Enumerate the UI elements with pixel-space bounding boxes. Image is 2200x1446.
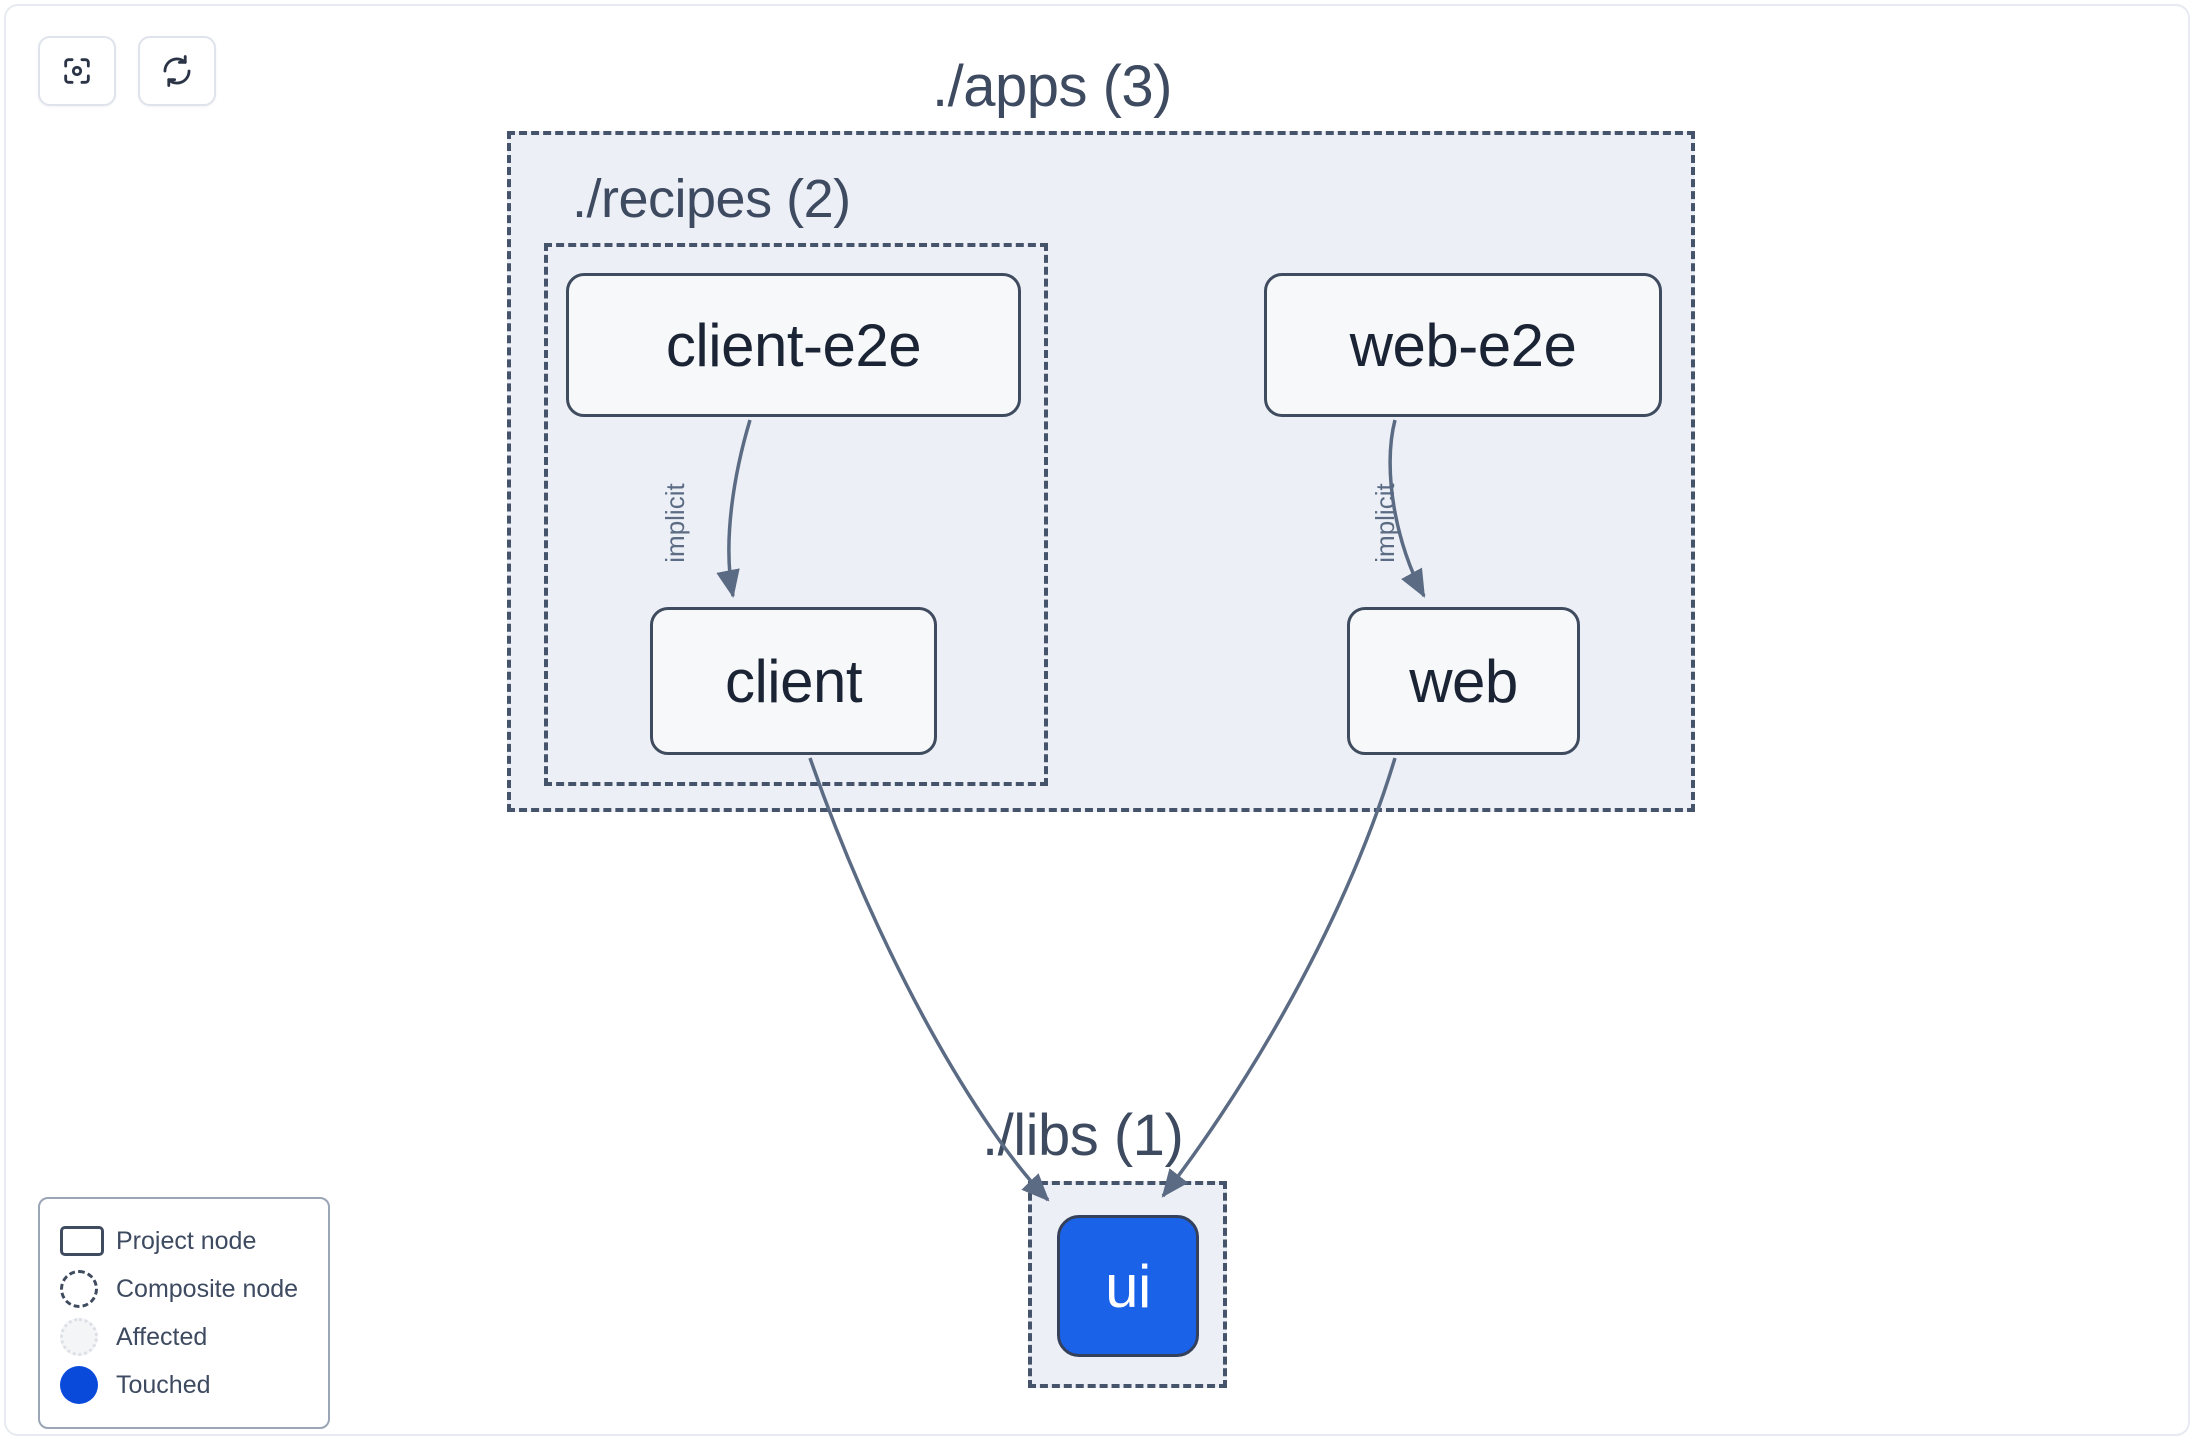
legend-item-touched: Touched: [60, 1361, 308, 1409]
group-label-apps: ./apps (3): [932, 54, 1173, 119]
composite-node-swatch: [60, 1270, 116, 1308]
refresh-graph-button[interactable]: [138, 36, 216, 106]
node-web[interactable]: web: [1347, 607, 1580, 755]
refresh-icon: [160, 54, 194, 88]
affected-swatch: [60, 1318, 116, 1356]
focus-graph-button[interactable]: [38, 36, 116, 106]
project-node-swatch: [60, 1226, 116, 1256]
legend-item-composite-node: Composite node: [60, 1265, 308, 1313]
group-label-libs: ./libs (1): [982, 1103, 1184, 1168]
group-label-recipes: ./recipes (2): [572, 169, 851, 229]
legend-item-project-node: Project node: [60, 1217, 308, 1265]
edge-label-client-e2e-to-client: implicit: [660, 483, 690, 563]
graph-legend: Project node Composite node Affected Tou…: [38, 1197, 330, 1429]
edge-label-web-e2e-to-web: implicit: [1370, 483, 1400, 563]
node-ui[interactable]: ui: [1057, 1215, 1199, 1357]
graph-toolbar: [38, 36, 216, 106]
focus-scan-icon: [60, 54, 94, 88]
legend-label-affected: Affected: [116, 1322, 208, 1351]
node-web-e2e[interactable]: web-e2e: [1264, 273, 1662, 417]
legend-label-project-node: Project node: [116, 1226, 257, 1255]
node-client-e2e[interactable]: client-e2e: [566, 273, 1021, 417]
node-client[interactable]: client: [650, 607, 937, 755]
touched-swatch: [60, 1366, 116, 1404]
legend-item-affected: Affected: [60, 1313, 308, 1361]
legend-label-composite-node: Composite node: [116, 1274, 299, 1303]
legend-label-touched: Touched: [116, 1370, 211, 1399]
